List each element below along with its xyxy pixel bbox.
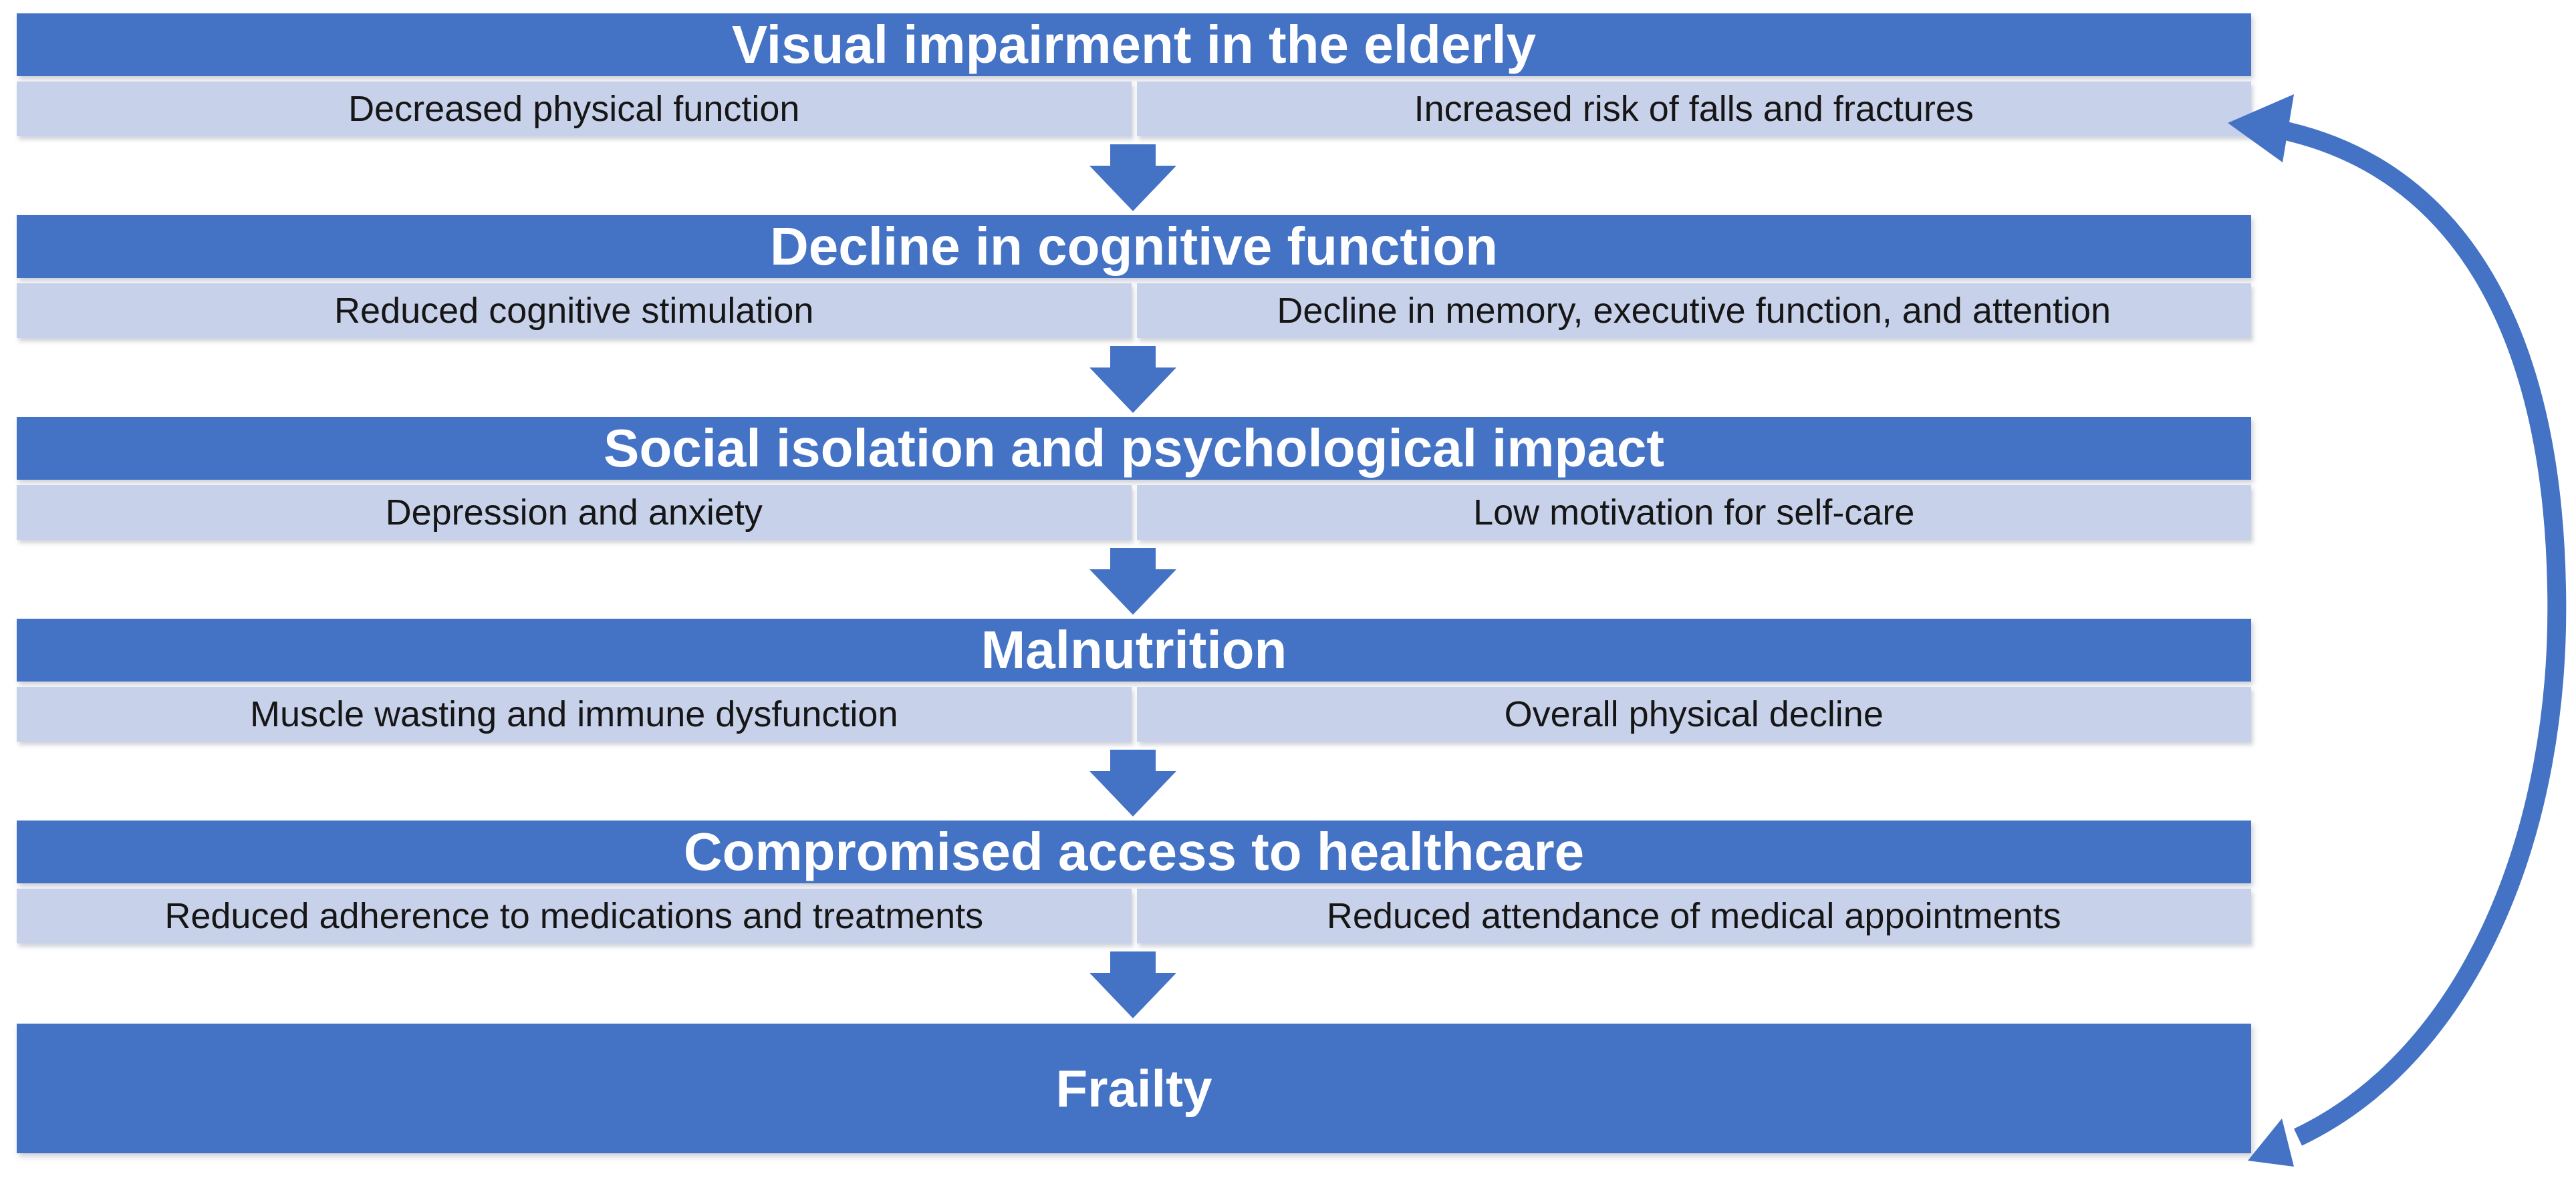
block-cognitive-decline: Decline in cognitive function Reduced co… <box>17 215 2251 338</box>
down-arrow-stem <box>1110 951 1156 974</box>
outcome-title: Frailty <box>1055 1058 1212 1118</box>
block-title-bar: Compromised access to healthcare <box>17 821 2251 883</box>
outcome-frailty-box: Frailty <box>17 1024 2251 1153</box>
consequence-cell-right: Decline in memory, executive function, a… <box>1136 283 2251 338</box>
consequence-cell-right: Reduced attendance of medical appointmen… <box>1136 889 2251 943</box>
consequence-text: Reduced adherence to medications and tre… <box>164 896 984 936</box>
consequence-text: Muscle wasting and immune dysfunction <box>250 694 898 734</box>
consequence-text: Increased risk of falls and fractures <box>1414 89 1974 129</box>
consequence-text: Reduced attendance of medical appointmen… <box>1326 896 2061 936</box>
block-title-bar: Malnutrition <box>17 619 2251 682</box>
consequence-cell-left: Depression and anxiety <box>17 485 1132 540</box>
down-arrow-icon <box>1089 144 1176 211</box>
consequence-text: Decline in memory, executive function, a… <box>1277 291 2111 331</box>
consequence-cell-left: Muscle wasting and immune dysfunction <box>17 687 1132 742</box>
block-social-isolation: Social isolation and psychological impac… <box>17 417 2251 540</box>
down-arrow-stem <box>1110 548 1156 571</box>
down-arrow-icon <box>1089 548 1176 615</box>
down-arrow-head <box>1089 569 1176 615</box>
feedback-arrowhead-bottom <box>2248 1119 2294 1167</box>
block-title-bar: Decline in cognitive function <box>17 215 2251 278</box>
consequence-cell-right: Overall physical decline <box>1136 687 2251 742</box>
down-arrow-head <box>1089 166 1176 211</box>
consequence-cell-right: Increased risk of falls and fractures <box>1136 82 2251 136</box>
consequence-cell-right: Low motivation for self-care <box>1136 485 2251 540</box>
block-title-bar: Visual impairment in the elderly <box>17 13 2251 76</box>
consequences-row: Depression and anxiety Low motivation fo… <box>17 485 2251 540</box>
consequence-text: Low motivation for self-care <box>1473 492 1915 533</box>
block-healthcare-access: Compromised access to healthcare Reduced… <box>17 821 2251 943</box>
block-title: Decline in cognitive function <box>770 216 1498 276</box>
consequence-text: Overall physical decline <box>1504 694 1884 734</box>
block-malnutrition: Malnutrition Muscle wasting and immune d… <box>17 619 2251 742</box>
consequences-row: Muscle wasting and immune dysfunction Ov… <box>17 687 2251 742</box>
down-arrow-head <box>1089 973 1176 1018</box>
consequence-text: Reduced cognitive stimulation <box>334 291 814 331</box>
block-title: Compromised access to healthcare <box>683 822 1585 881</box>
down-arrow-stem <box>1110 144 1156 167</box>
consequences-row: Reduced cognitive stimulation Decline in… <box>17 283 2251 338</box>
down-arrow-icon <box>1089 951 1176 1018</box>
feedback-arrow-curve <box>2283 122 2567 1146</box>
down-arrow-icon <box>1089 346 1176 413</box>
consequences-row: Reduced adherence to medications and tre… <box>17 889 2251 943</box>
down-arrow-stem <box>1110 346 1156 369</box>
block-title: Malnutrition <box>981 620 1287 680</box>
consequence-text: Decreased physical function <box>348 89 800 129</box>
consequence-cell-left: Reduced adherence to medications and tre… <box>17 889 1132 943</box>
down-arrow-head <box>1089 771 1176 817</box>
down-arrow-stem <box>1110 750 1156 772</box>
consequence-cell-left: Reduced cognitive stimulation <box>17 283 1132 338</box>
consequence-cell-left: Decreased physical function <box>17 82 1132 136</box>
block-title: Visual impairment in the elderly <box>731 15 1537 74</box>
consequence-text: Depression and anxiety <box>385 492 763 533</box>
down-arrow-head <box>1089 367 1176 413</box>
block-visual-impairment: Visual impairment in the elderly Decreas… <box>17 13 2251 136</box>
consequences-row: Decreased physical function Increased ri… <box>17 82 2251 136</box>
block-title-bar: Social isolation and psychological impac… <box>17 417 2251 480</box>
block-title: Social isolation and psychological impac… <box>603 418 1665 478</box>
down-arrow-icon <box>1089 750 1176 817</box>
